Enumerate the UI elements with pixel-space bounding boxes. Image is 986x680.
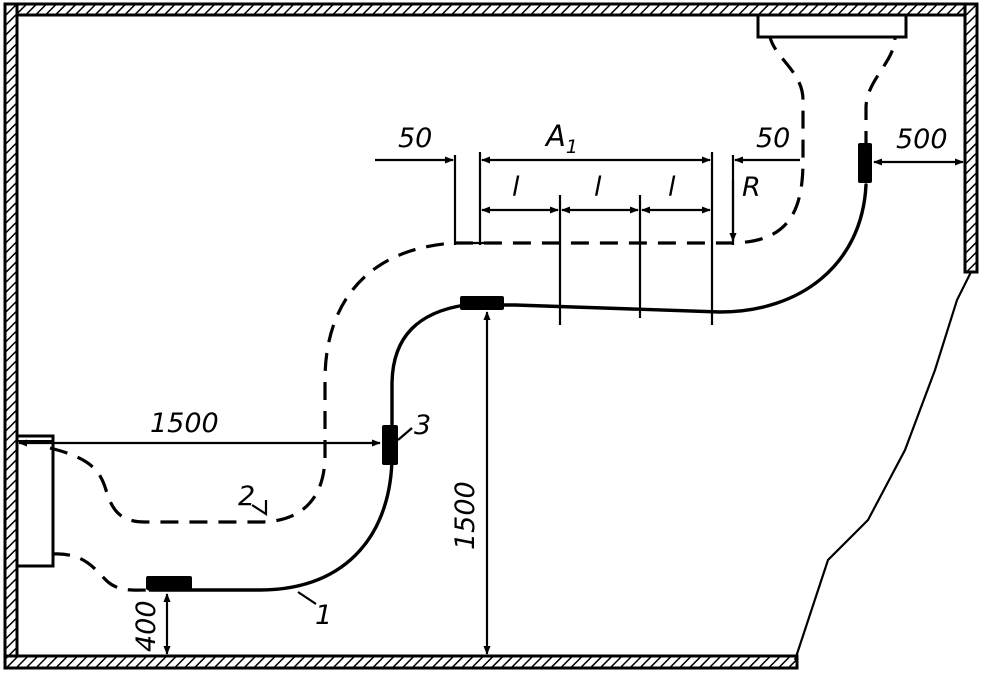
callout-hose-2: 2: [238, 481, 255, 512]
hose-2-route: [49, 36, 805, 524]
left-wall: [3, 2, 19, 670]
hose-1-main: [148, 183, 868, 592]
leader-hose-1: [297, 591, 317, 605]
label-wall-gap: 500: [896, 124, 948, 155]
clamp-3: [382, 425, 398, 465]
hose-1-inlet-section: [51, 552, 151, 592]
label-vertical-height: 1500: [450, 481, 481, 550]
top-wall: [3, 2, 979, 17]
enclosure-walls: [3, 2, 979, 670]
label-segment-3: l: [668, 172, 676, 203]
dimension-a1: [375, 152, 800, 325]
hose-2-main: [49, 36, 805, 524]
clamp-floor: [146, 576, 192, 590]
callout-clamp-3: 3: [414, 410, 431, 441]
leader-hose-2: [251, 500, 268, 517]
label-span: A1: [544, 119, 578, 158]
dimension-segments: [481, 195, 711, 325]
top-outlet-fitting: [756, 13, 908, 39]
label-floor-height: 400: [131, 600, 162, 652]
clamp-upper: [460, 296, 504, 310]
label-right-offset: 50: [756, 123, 790, 154]
label-radius: R: [742, 172, 761, 203]
hose-1-route: [51, 36, 897, 592]
leader-clamp-3: [397, 427, 413, 441]
hose-1-outlet-section: [864, 36, 897, 178]
cutaway-edge: [793, 271, 972, 661]
clamp-right: [858, 143, 872, 183]
bottom-wall: [3, 654, 799, 670]
label-horizontal-length: 1500: [150, 408, 219, 439]
clamps: [146, 143, 872, 590]
right-wall: [963, 2, 979, 274]
label-left-offset: 50: [398, 123, 432, 154]
callout-hose-1: 1: [315, 600, 332, 631]
label-segment-1: l: [512, 172, 520, 203]
left-inlet-fitting: [15, 434, 55, 568]
label-segment-2: l: [594, 172, 602, 203]
